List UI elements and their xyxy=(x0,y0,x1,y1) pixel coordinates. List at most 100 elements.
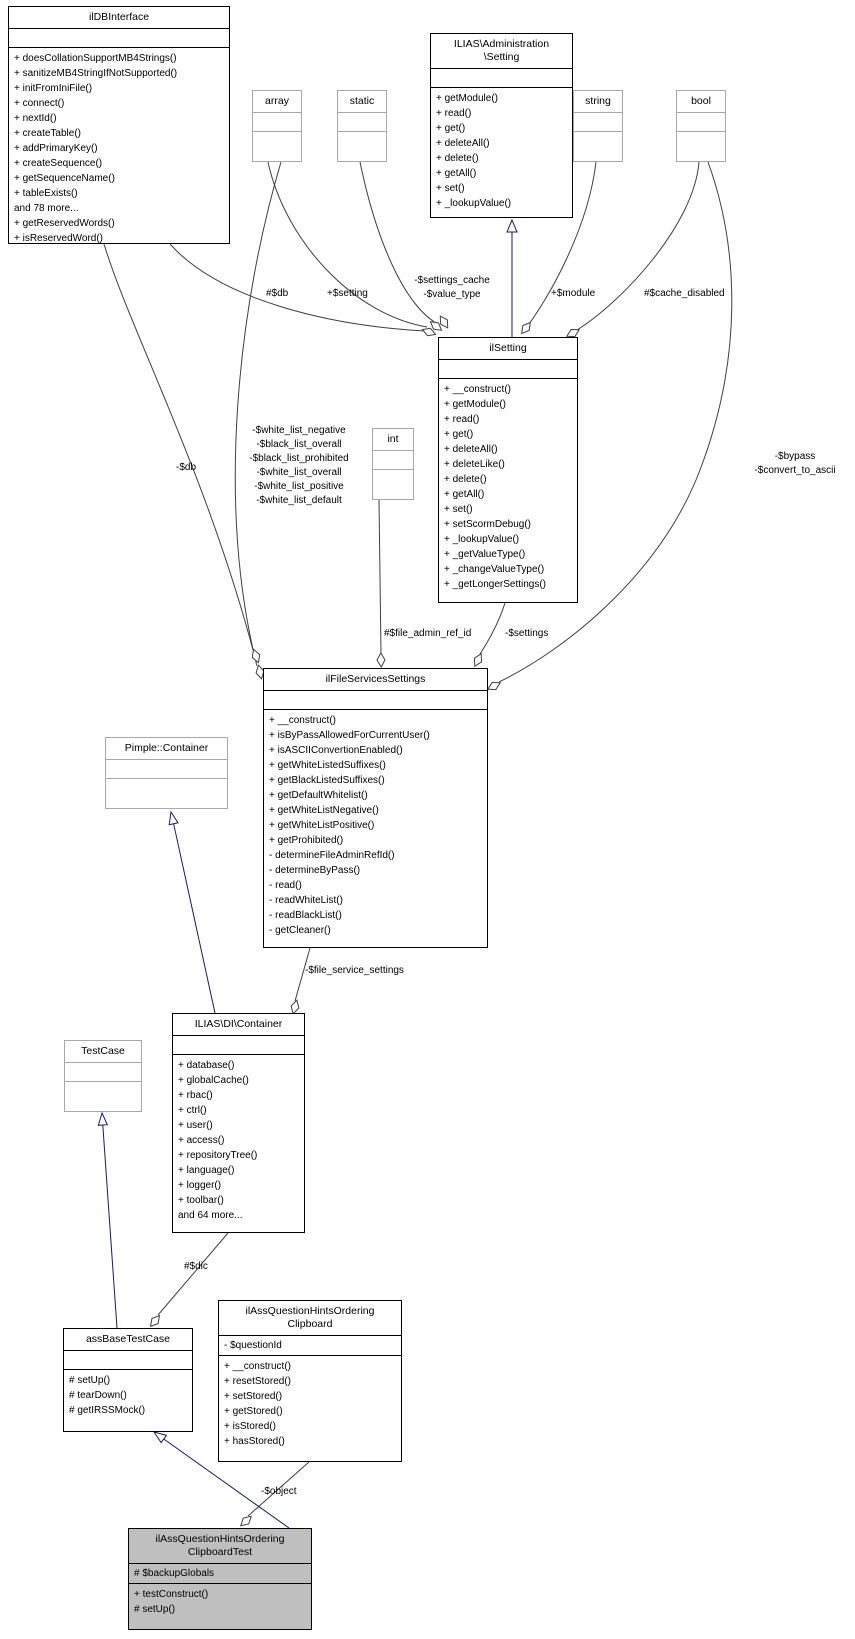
method-line: + getWhiteListedSuffixes() xyxy=(269,760,386,771)
class-attributes xyxy=(64,1351,192,1370)
class-title: ilSetting xyxy=(439,338,577,360)
method-line: + isStored() xyxy=(224,1421,276,1432)
edge-label-db: #$db xyxy=(266,288,289,299)
method-line: + deleteAll() xyxy=(444,444,498,455)
edge-label-settings: -$settings xyxy=(505,628,549,639)
aggregation-diamond xyxy=(421,327,437,337)
class-box-ildbinterface[interactable]: ilDBInterface + doesCollationSupportMB4S… xyxy=(8,6,230,244)
method-line: + logger() xyxy=(178,1180,222,1191)
inheritance-arrow-setting xyxy=(506,218,518,233)
method-line: - determineByPass() xyxy=(269,865,361,876)
method-line: + getStored() xyxy=(224,1406,283,1417)
method-line: + tableExists() xyxy=(14,188,78,199)
class-attributes xyxy=(373,451,413,470)
class-box-pimple-container[interactable]: Pimple::Container xyxy=(105,737,228,809)
class-box-ilassquestionhintsorderingclipboard[interactable]: ilAssQuestionHintsOrdering Clipboard - $… xyxy=(218,1300,402,1462)
class-title: ilFileServicesSettings xyxy=(264,669,487,691)
edge-label-setting: +$setting xyxy=(327,288,368,299)
method-line: + getAll() xyxy=(444,489,485,500)
class-methods xyxy=(253,132,301,161)
class-box-ilfileservicessettings[interactable]: ilFileServicesSettings + __construct()+ … xyxy=(263,668,488,948)
class-title: ILIAS\DI\Container xyxy=(173,1014,304,1036)
class-methods: # setUp()# tearDown()# getIRSSMock() xyxy=(64,1370,192,1431)
class-box-ilassquestionhintsorderingclipboardtest[interactable]: ilAssQuestionHintsOrdering ClipboardTest… xyxy=(128,1528,312,1630)
class-box-testcase[interactable]: TestCase xyxy=(64,1040,142,1112)
method-line: + getProhibited() xyxy=(269,835,344,846)
aggregation-diamond xyxy=(521,321,531,335)
class-methods: + __construct() + resetStored() + setStore… xyxy=(219,1356,401,1461)
class-title: bool xyxy=(677,91,725,113)
class-methods: + __construct()+ getModule()+ read()+ ge… xyxy=(439,379,577,602)
method-line: + _lookupValue() xyxy=(444,534,520,545)
method-line: + isReservedWord() xyxy=(14,233,104,244)
method-line: + _lookupValue() xyxy=(436,198,512,209)
method-line: + testConstruct() xyxy=(134,1589,209,1600)
method-line: + getBlackListedSuffixes() xyxy=(269,775,385,786)
class-title: ilAssQuestionHintsOrdering Clipboard xyxy=(219,1301,401,1336)
method-line: + ctrl() xyxy=(178,1105,207,1116)
method-line: and 78 more... xyxy=(14,203,79,214)
method-line: + resetStored() xyxy=(224,1376,291,1387)
class-box-static[interactable]: static xyxy=(337,90,387,162)
attribute-line: # $backupGlobals xyxy=(134,1568,215,1579)
class-box-bool[interactable]: bool xyxy=(676,90,726,162)
method-line: # getIRSSMock() xyxy=(69,1405,146,1416)
method-line: + read() xyxy=(436,108,472,119)
class-methods: + __construct() + isByPassAllowedForCurre… xyxy=(264,710,487,947)
class-box-ilias-di-container[interactable]: ILIAS\DI\Container + database()+ globalC… xyxy=(172,1013,305,1233)
method-line: + __construct() xyxy=(269,715,336,726)
class-title: Pimple::Container xyxy=(106,738,227,760)
method-line: + createSequence() xyxy=(14,158,103,169)
edge-int-to-filesettings xyxy=(378,499,382,655)
method-line: + _changeValueType() xyxy=(444,564,545,575)
aggregation-diamond xyxy=(429,321,443,331)
edge-dbinterface-to-ilsetting xyxy=(169,243,427,332)
class-attributes xyxy=(9,29,229,48)
class-attributes xyxy=(574,113,622,132)
method-line: - getCleaner() xyxy=(269,925,331,936)
edge-dicontainer-inherits-pimple xyxy=(173,823,216,1014)
class-methods xyxy=(338,132,386,161)
method-line: + setStored() xyxy=(224,1391,283,1402)
aggregation-diamond xyxy=(251,648,261,664)
inheritance-arrow-pimple xyxy=(168,810,179,826)
edge-static-to-ilsetting xyxy=(359,161,437,324)
class-attributes xyxy=(173,1036,304,1055)
class-title: TestCase xyxy=(65,1041,141,1063)
class-title: static xyxy=(338,91,386,113)
class-box-ilsetting[interactable]: ilSetting + __construct() + getModule() + … xyxy=(438,337,578,603)
class-box-int[interactable]: int xyxy=(372,428,414,500)
class-attributes xyxy=(677,113,725,132)
aggregation-diamond xyxy=(149,1314,161,1328)
method-line: + get() xyxy=(444,429,474,440)
method-line: + get() xyxy=(436,123,466,134)
class-box-string[interactable]: string xyxy=(573,90,623,162)
method-line: + __construct() xyxy=(444,384,511,395)
method-line: + setScormDebug() xyxy=(444,519,531,530)
edge-label-module: +$module xyxy=(551,288,596,299)
class-box-assbasetestcase[interactable]: assBaseTestCase # setUp()# tearDown()# g… xyxy=(63,1328,193,1432)
method-line: + getWhiteListPositive() xyxy=(269,820,375,831)
class-box-array[interactable]: array xyxy=(252,90,302,162)
method-line: + getModule() xyxy=(444,399,506,410)
method-line: + hasStored() xyxy=(224,1436,285,1447)
method-line: + getAll() xyxy=(436,168,477,179)
method-line: + __construct() xyxy=(224,1361,291,1372)
class-box-ilias-administration-setting[interactable]: ILIAS\Administration \Setting + getModul… xyxy=(430,33,573,218)
class-attributes: - $questionId xyxy=(219,1336,401,1356)
method-line: + isASCIIConvertionEnabled() xyxy=(269,745,403,756)
class-title: ILIAS\Administration \Setting xyxy=(431,34,572,69)
class-methods: + database()+ globalCache()+ rbac()+ ctr… xyxy=(173,1055,304,1232)
inheritance-arrow-testcase xyxy=(97,1111,109,1126)
method-line: + isByPassAllowedForCurrentUser() xyxy=(269,730,430,741)
edge-array-to-filesettings xyxy=(234,161,282,667)
class-title: int xyxy=(373,429,413,451)
edge-label-file-admin-ref-id: #$file_admin_ref_id xyxy=(384,628,472,639)
edge-label-cache-disabled: #$cache_disabled xyxy=(644,288,725,299)
class-methods xyxy=(373,470,413,499)
aggregation-diamond xyxy=(439,315,449,329)
method-line: # tearDown() xyxy=(69,1390,127,1401)
method-line: + sanitizeMB4StringIfNotSupported() xyxy=(14,68,178,79)
class-title: string xyxy=(574,91,622,113)
